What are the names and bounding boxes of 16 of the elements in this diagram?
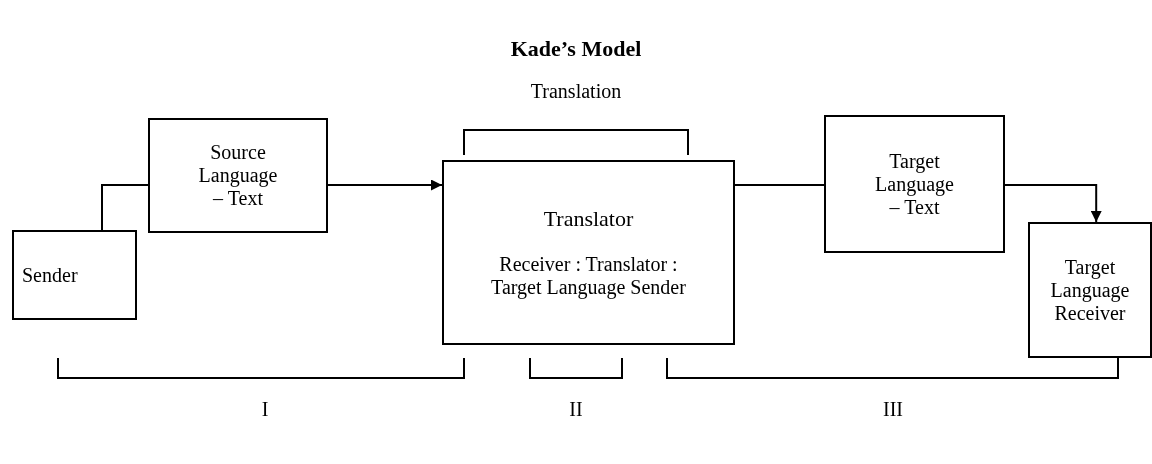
connector-line <box>101 184 149 231</box>
process-box: Source Language – Text <box>148 118 328 233</box>
process-box <box>442 160 735 345</box>
section-numeral: III <box>883 398 903 421</box>
process-box: Target Language – Text <box>824 115 1005 253</box>
box-text: Receiver : Translator : Target Language Sender <box>490 253 687 300</box>
process-box: Sender <box>12 230 137 320</box>
connector-line <box>734 184 825 186</box>
arrow <box>327 179 443 191</box>
section-numeral: I <box>261 398 269 421</box>
section-numeral: II <box>569 398 583 421</box>
bracket-label: Translation <box>530 80 622 103</box>
diagram-title: Kade’s Model <box>510 36 642 62</box>
box-heading: Translator <box>543 205 634 232</box>
arrow <box>1004 184 1102 223</box>
process-box: Target Language Receiver <box>1028 222 1152 358</box>
